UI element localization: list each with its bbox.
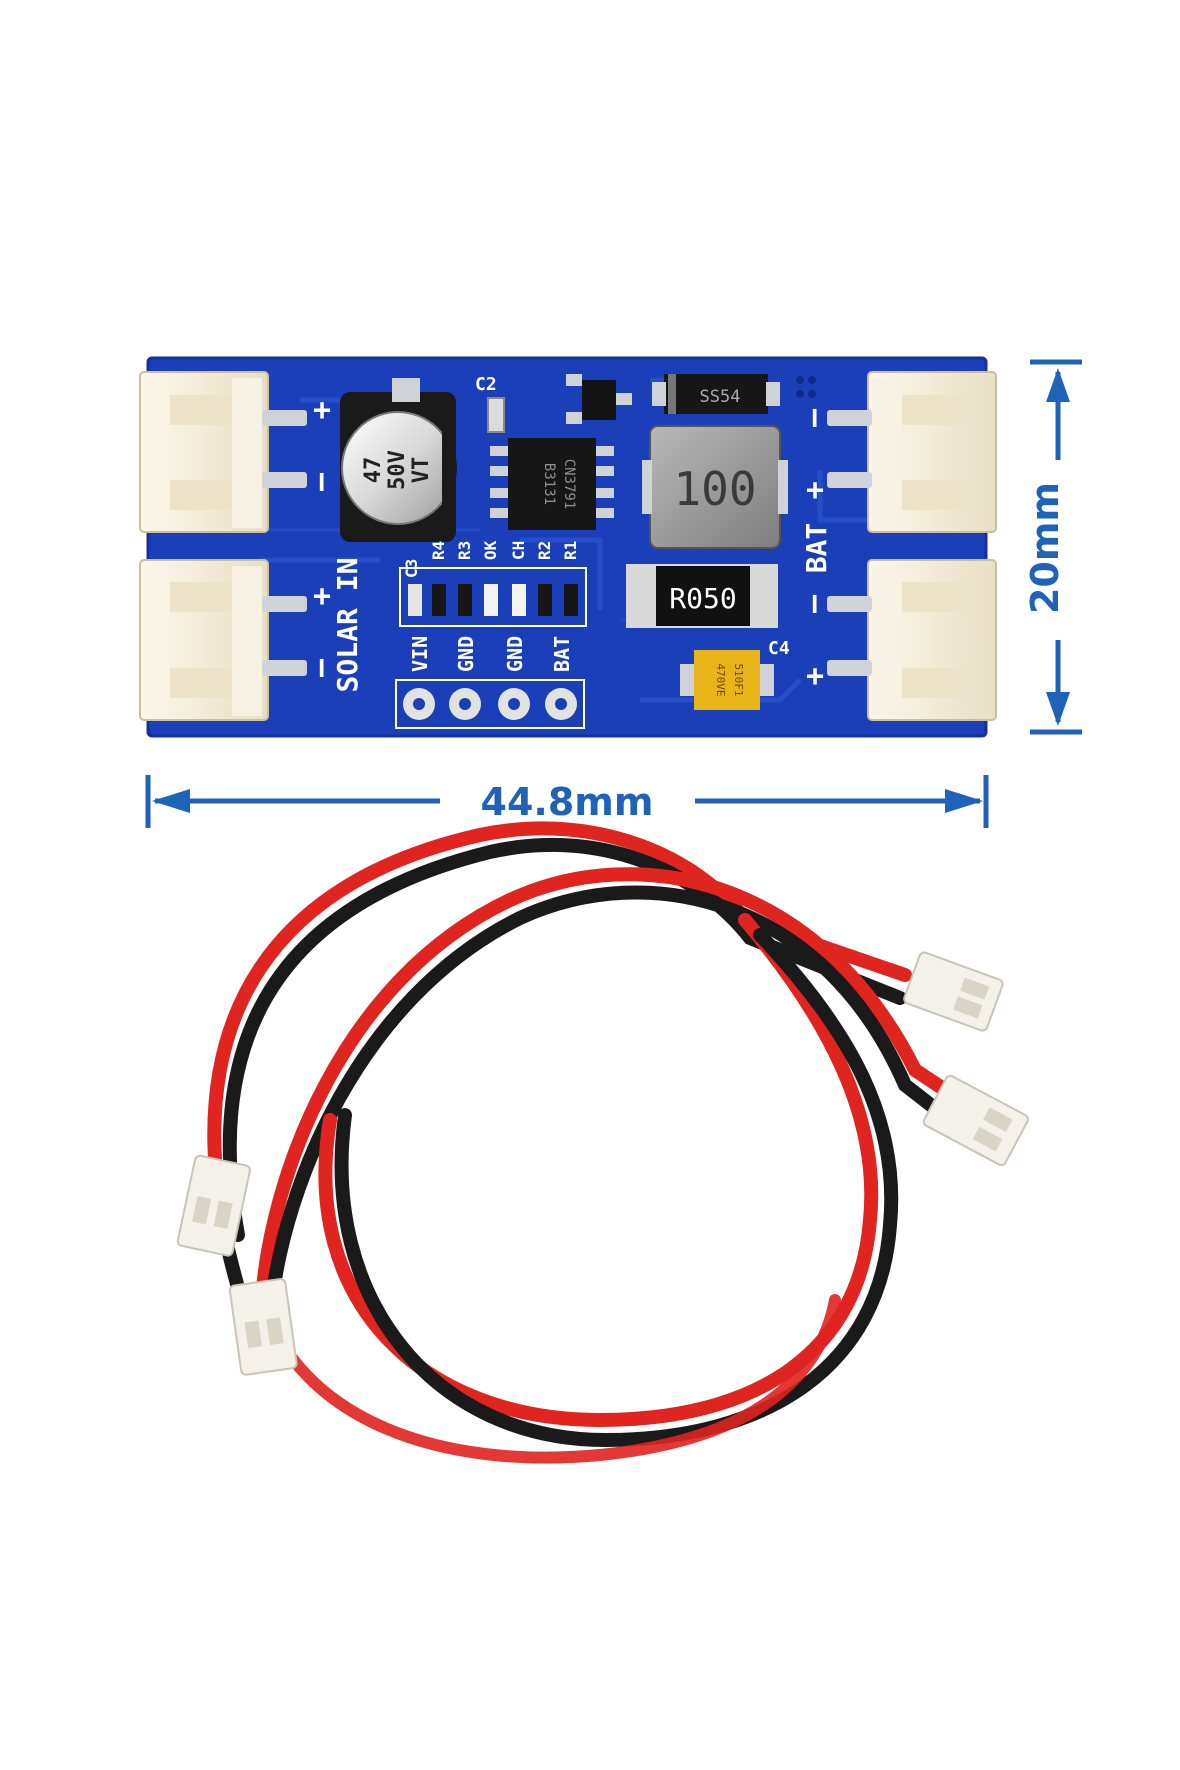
ref-ch: CH [509,541,528,560]
ic-part-number: CN3791 [561,459,577,510]
jst-plug-left-top [176,1154,251,1257]
width-dimension-label: 44.8mm [481,780,654,824]
jst-plug-right-bottom [922,1074,1029,1167]
bat-bottom-plus: + [806,659,824,694]
pcb-board: + – + – – + – + SOLAR IN BAT 47 50V VT C… [139,356,997,738]
ref-r2: R2 [535,541,554,560]
battery-connector-bottom [827,559,997,721]
ref-c4: C4 [768,638,790,659]
solar-top-plus: + [313,393,331,428]
jst-plug-left-bottom [228,1278,298,1376]
transistor [566,374,632,424]
solar-in-connector-top [139,371,307,533]
ref-ok: OK [481,540,500,560]
inductor-code: 100 [673,462,756,516]
shunt-code: R050 [669,582,736,615]
solar-bottom-plus: + [313,579,331,614]
capacitor-voltage: 50V [385,450,410,490]
height-dimension-label: 20mm [1023,482,1067,614]
cable-2-red-wire [255,867,967,1307]
pin-label-gnd-2: GND [503,636,527,672]
dimension-width: 44.8mm [145,775,989,828]
cable-1-lower-red [318,913,879,1428]
tantalum-code-1: 470VE [714,663,727,696]
vias [796,376,816,398]
bat-top-plus: + [806,473,824,508]
charger-ic: CN3791 B3131 [490,438,614,530]
bat-label: BAT [800,523,833,574]
jst-plug-right-top [903,951,1004,1032]
ref-c2: C2 [475,374,497,395]
dimension-height: 20mm [1023,359,1082,735]
battery-connector-top [827,371,997,533]
ref-r3: R3 [455,541,474,560]
solar-in-connector-bottom [139,559,307,721]
jst-cable-assembly [207,821,967,1464]
cable-2-lower-red [256,1294,841,1464]
capacitor-series: VT [409,457,434,484]
shunt-resistor: R050 [626,564,778,628]
power-inductor: 100 [642,425,788,549]
cable-1-red-wire [207,821,912,1242]
passive-array [399,567,587,627]
pin-label-vin: VIN [408,636,432,672]
bat-top-minus: – [796,408,831,427]
ic-lot-code: B3131 [541,463,557,505]
cable-2-black-wire [265,885,957,1307]
capacitor-value: 47 [361,457,386,484]
ref-r4: R4 [429,541,448,560]
solar-in-label: SOLAR IN [331,558,364,693]
diode-code: SS54 [700,387,741,407]
electrolytic-capacitor: 47 50V VT [340,378,457,542]
tantalum-capacitor: 470VE 510F1 [680,650,774,710]
ref-r1: R1 [561,541,580,560]
pin-label-bat: BAT [550,636,574,672]
tantalum-code-2: 510F1 [732,663,745,696]
pin-label-gnd-1: GND [454,636,478,672]
bat-bottom-minus: – [796,594,831,613]
solar-bottom-minus: – [303,658,338,677]
header-pads [395,679,585,729]
schottky-diode: SS54 [652,374,780,414]
ref-c3: C3 [402,559,421,578]
solar-top-minus: – [303,472,338,491]
